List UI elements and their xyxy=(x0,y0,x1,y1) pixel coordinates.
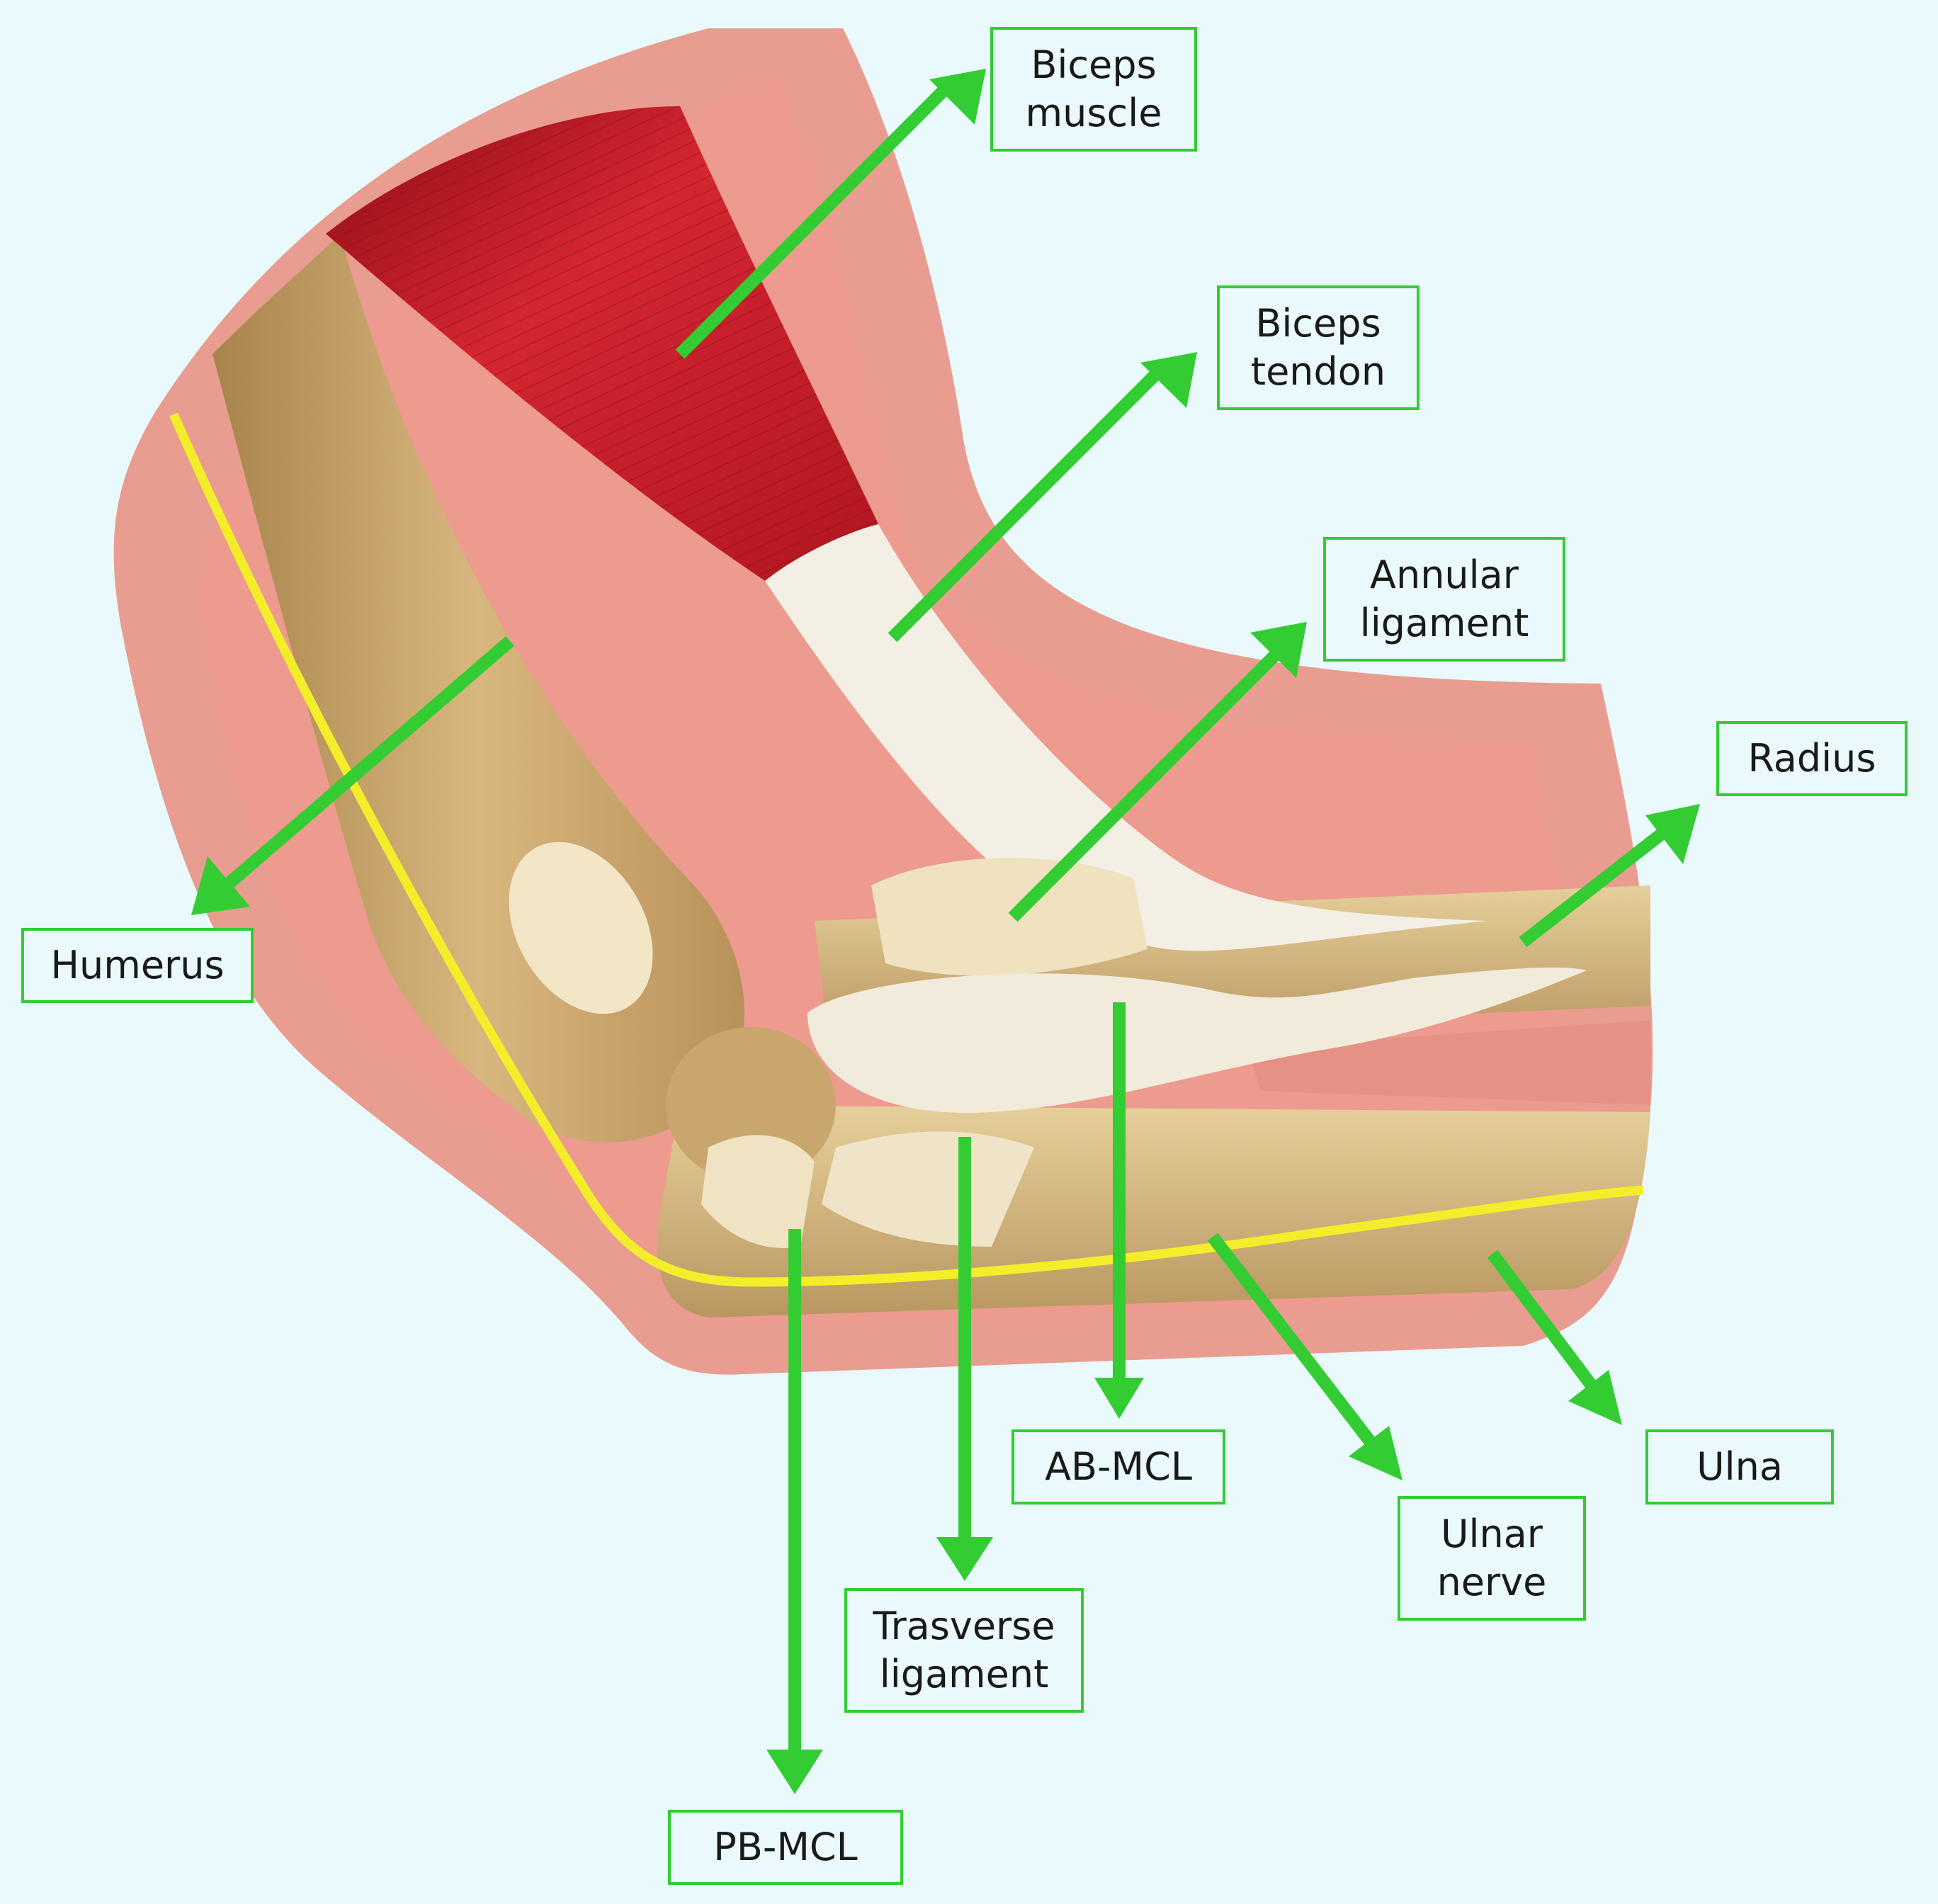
label-line: muscle xyxy=(1025,91,1162,135)
arrow-trasverse-ligament xyxy=(936,1137,993,1581)
ab-mcl-ligament xyxy=(808,967,1587,1114)
label-ab-mcl: AB-MCL xyxy=(1012,1429,1225,1504)
label-line: PB-MCL xyxy=(713,1825,858,1869)
label-radius: Radius xyxy=(1716,721,1908,796)
biceps-fibers xyxy=(326,106,878,581)
label-line: Ulna xyxy=(1696,1444,1783,1489)
arrow-ulna xyxy=(1487,1250,1622,1425)
label-ulna: Ulna xyxy=(1645,1429,1834,1504)
label-line: ligament xyxy=(1359,601,1529,645)
arrows xyxy=(191,69,1700,1794)
trasverse-ligament-band xyxy=(822,1131,1034,1247)
annular-ligament xyxy=(871,858,1148,976)
arrow-annular-ligament xyxy=(1008,622,1307,922)
label-line: Biceps xyxy=(1031,42,1157,87)
label-annular-ligament: Annular ligament xyxy=(1323,537,1565,662)
label-ulnar-nerve: Ulnar nerve xyxy=(1398,1496,1586,1621)
label-trasverse-ligament: Trasverse ligament xyxy=(844,1588,1084,1713)
arrow-biceps-tendon xyxy=(888,352,1197,642)
label-pb-mcl: PB-MCL xyxy=(668,1810,903,1885)
pb-mcl-band xyxy=(701,1135,815,1248)
label-biceps-muscle: Biceps muscle xyxy=(990,27,1197,152)
arrow-pb-mcl xyxy=(766,1229,823,1794)
biceps-tendon xyxy=(765,524,1488,951)
label-line: Humerus xyxy=(50,943,225,987)
arrow-humerus xyxy=(191,636,514,915)
label-line: nerve xyxy=(1436,1560,1547,1604)
label-line: Trasverse xyxy=(873,1604,1055,1648)
arrow-biceps-muscle xyxy=(675,69,986,359)
label-line: ligament xyxy=(879,1652,1049,1696)
label-line: Annular xyxy=(1370,552,1519,597)
arrow-ulnar-nerve xyxy=(1207,1232,1402,1480)
label-line: Radius xyxy=(1747,736,1876,781)
arrow-radius xyxy=(1519,804,1700,948)
label-biceps-tendon: Biceps tendon xyxy=(1217,285,1420,410)
label-line: Biceps xyxy=(1255,301,1381,346)
arrow-ab-mcl xyxy=(1094,1002,1144,1419)
label-line: tendon xyxy=(1250,349,1386,394)
ulnar-nerve xyxy=(169,412,1644,1287)
label-line: AB-MCL xyxy=(1045,1444,1192,1489)
label-line: Ulnar xyxy=(1440,1512,1543,1556)
olecranon xyxy=(509,842,653,1014)
label-humerus: Humerus xyxy=(21,928,254,1003)
